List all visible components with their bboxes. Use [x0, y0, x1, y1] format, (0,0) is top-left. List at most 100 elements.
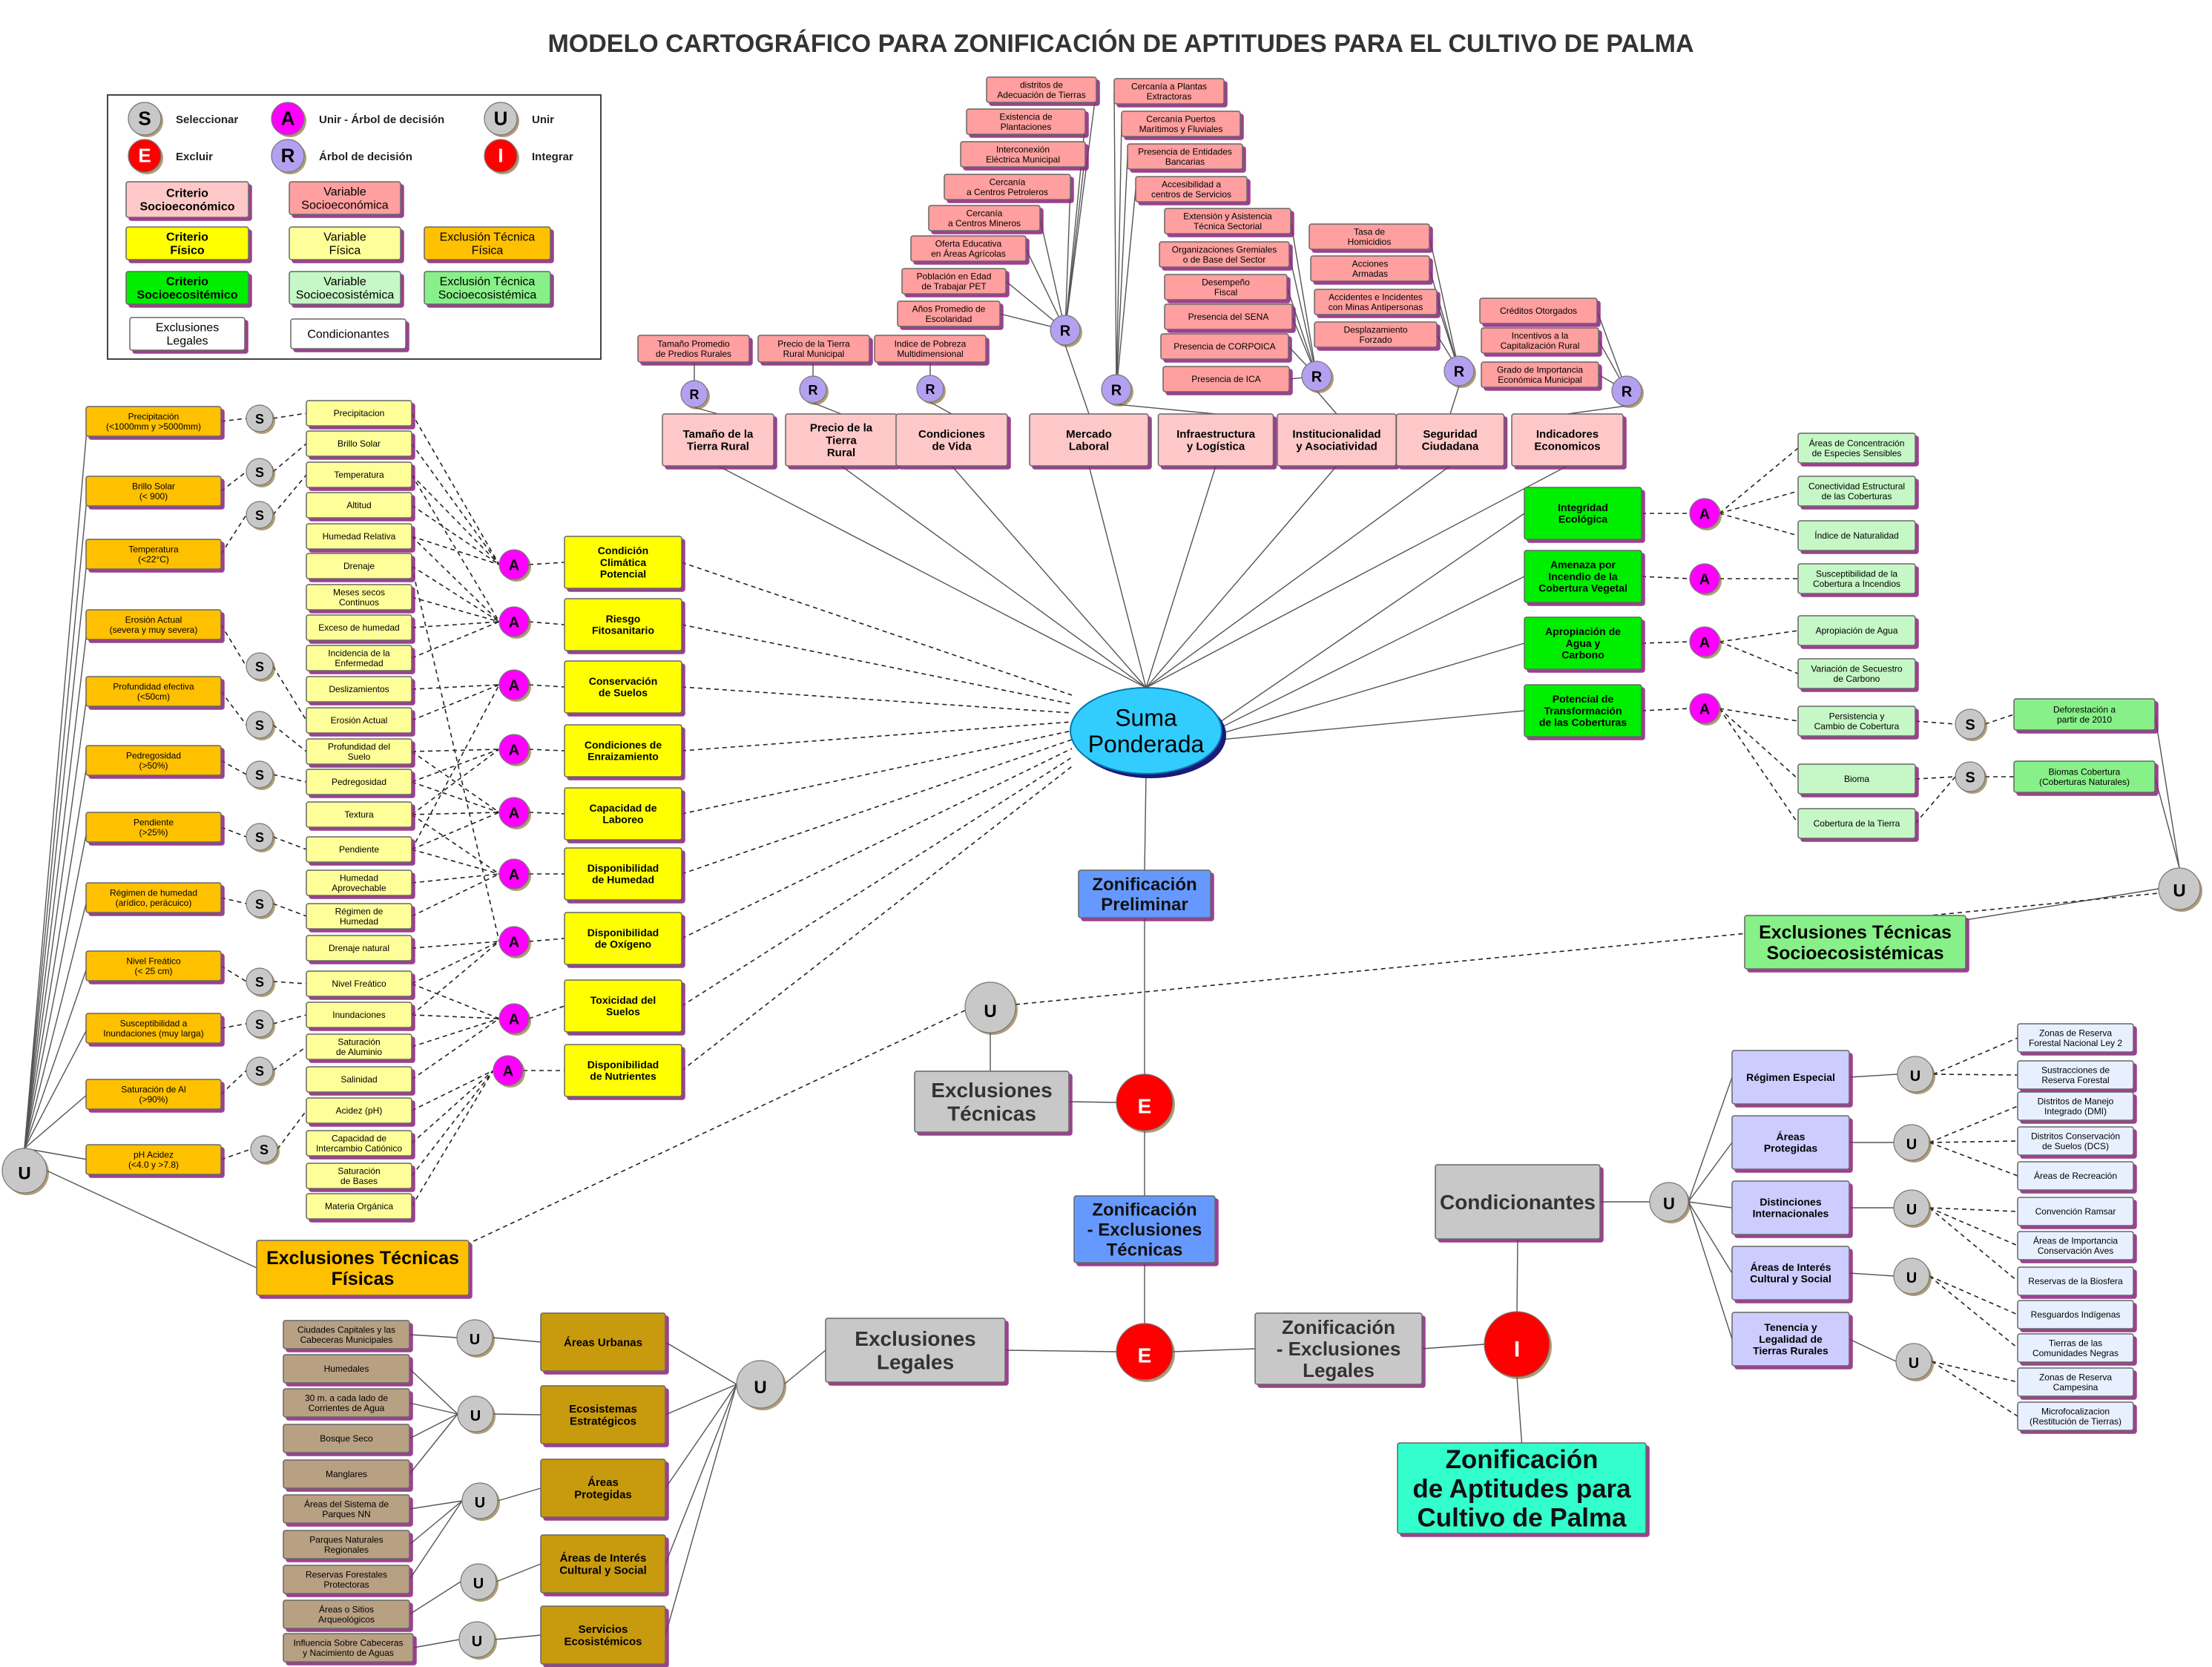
op-a: A — [498, 734, 531, 766]
op-s: S — [246, 652, 275, 682]
connector-line — [272, 981, 307, 984]
connector-line — [1965, 888, 2159, 921]
fisico-exclusion: Régimen de humedad(arídico, perácuico) — [85, 882, 222, 913]
op-a: A — [498, 858, 531, 891]
node-label: Nivel Freático(< 25 cm) — [126, 956, 181, 976]
node-label: Materia Orgánica — [325, 1201, 393, 1211]
node-label: Humedad Relativa — [323, 531, 396, 542]
fisico-variable: Exceso de humedad — [306, 614, 412, 641]
operator-symbol: U — [1663, 1194, 1675, 1213]
connector-line — [492, 1337, 542, 1343]
operator-symbol: A — [1699, 507, 1710, 523]
operator-symbol: U — [475, 1495, 485, 1511]
connector-line — [717, 465, 1147, 688]
node-label: Microfocalizacion(Restitución de Tierras… — [2030, 1406, 2122, 1426]
fisico-variable: Nivel Freático — [306, 970, 412, 997]
condicionante-variable: Convención Ramsar — [2017, 1197, 2134, 1226]
op-r: R — [1101, 374, 1133, 407]
node-label: Humedales — [324, 1364, 369, 1374]
node-label: Áreas de Recreación — [2034, 1170, 2117, 1181]
operator-symbol: U — [18, 1163, 30, 1183]
operator-symbol: S — [255, 975, 264, 990]
op-a: A — [1689, 626, 1722, 659]
connector-line — [1929, 1105, 2018, 1143]
connector-line — [1116, 404, 1217, 415]
connector-line — [409, 1413, 458, 1475]
connector-line — [46, 1170, 257, 1269]
connector-line — [1064, 154, 1086, 331]
op-u: U — [964, 982, 1018, 1035]
connector-line — [411, 1070, 494, 1144]
operator-symbol: U — [470, 1408, 481, 1424]
node-label: Condicionantes — [1440, 1191, 1596, 1214]
connector-line — [528, 938, 565, 942]
operator-symbol: U — [473, 1576, 484, 1592]
node-label: Índice de Naturalidad — [1814, 530, 1898, 541]
node-label: Profundidad efectiva(<50cm) — [113, 681, 194, 701]
op-a: A — [498, 1003, 531, 1036]
connector-line — [1641, 576, 1691, 579]
connector-line — [681, 757, 1073, 1007]
operator-symbol: U — [1906, 1137, 1917, 1153]
connector-line — [411, 536, 500, 622]
connector-line — [220, 897, 247, 904]
connector-line — [411, 1070, 494, 1177]
condicionante-variable: Áreas de Recreación — [2017, 1161, 2134, 1191]
connector-line — [1915, 776, 1956, 824]
node-label: Biomas Cobertura(Coberturas Naturales) — [2039, 766, 2130, 786]
connector-line — [411, 781, 500, 813]
op-r: R — [1050, 315, 1082, 347]
fisico-variable: Erosión Actual — [306, 707, 412, 734]
connector-line — [1929, 1275, 2018, 1349]
connector-line — [220, 1148, 251, 1160]
legend-box: Condicionantes — [290, 318, 406, 349]
node-label: Pedregosidad — [332, 777, 386, 787]
connector-line — [1088, 465, 1147, 688]
condicionante-group: Régimen Especial — [1731, 1050, 1850, 1105]
fisico-exclusion: Profundidad efectiva(<50cm) — [85, 676, 222, 707]
operator-symbol: R — [1454, 364, 1465, 381]
fisico-exclusion: Precipitación(<1000mm y >5000mm) — [85, 406, 222, 437]
connector-line — [1688, 1201, 1733, 1340]
operator-symbol: E — [1138, 1094, 1152, 1117]
connector-line — [1286, 286, 1317, 377]
connector-line — [681, 766, 1073, 1071]
fisico-variable: Altitud — [306, 492, 412, 519]
node-label: Pendiente(>25%) — [134, 817, 174, 837]
connector-line — [1144, 773, 1147, 871]
connector-line — [1116, 156, 1128, 390]
node-label: Drenaje — [343, 561, 375, 571]
connector-line — [409, 1581, 461, 1615]
